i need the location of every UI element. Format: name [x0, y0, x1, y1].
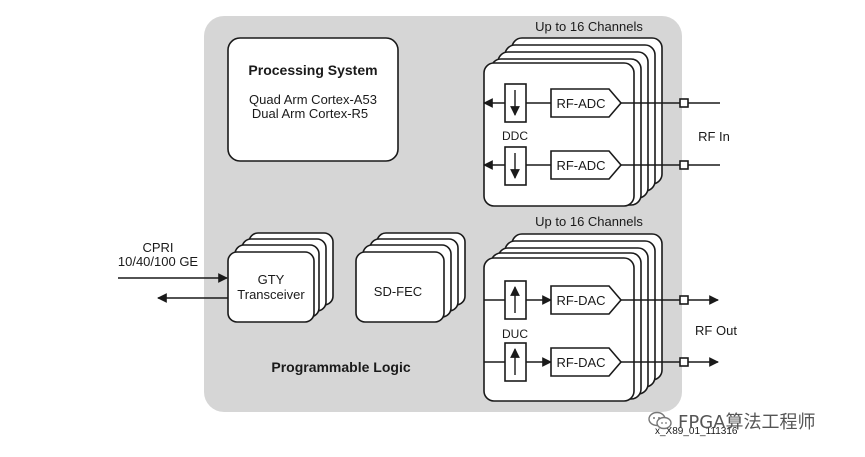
gty-transceiver-block: GTY Transceiver [227, 251, 315, 323]
gty-label-line1: GTY [258, 272, 285, 287]
rf-in-port-2 [679, 160, 689, 170]
watermark: FPGA算法工程师 [648, 408, 815, 434]
dac-channel-2: RF-DAC [484, 342, 719, 382]
adc-channel-1: RF-ADC [483, 83, 720, 123]
sd-fec-block: SD-FEC [355, 251, 445, 323]
ethernet-label: 10/40/100 GE [118, 254, 199, 269]
wechat-icon [648, 411, 672, 430]
processing-system-block: Processing System Quad Arm Cortex-A53 Du… [227, 37, 399, 162]
programmable-logic-label: Programmable Logic [271, 359, 410, 375]
adc-channel-2: RF-ADC [483, 146, 720, 186]
processing-system-line1: Quad Arm Cortex-A53 [249, 92, 377, 107]
processing-system-title: Processing System [248, 62, 377, 78]
rf-dac-label-1: RF-DAC [556, 293, 605, 308]
rf-in-label: RF In [698, 129, 730, 144]
rf-out-port-2 [679, 357, 689, 367]
rf-adc-label-1: RF-ADC [556, 96, 605, 111]
rf-dac-label-2: RF-DAC [556, 355, 605, 370]
rf-out-port-1 [679, 295, 689, 305]
adc-channels-header: Up to 16 Channels [535, 19, 643, 34]
gty-label-line2: Transceiver [237, 287, 305, 302]
rf-out-label: RF Out [695, 323, 737, 338]
watermark-text: FPGA算法工程师 [678, 412, 816, 433]
processing-system-line2: Dual Arm Cortex-R5 [252, 106, 368, 121]
dac-channels-header: Up to 16 Channels [535, 214, 643, 229]
ddc-label: DDC [502, 129, 528, 143]
rf-adc-label-2: RF-ADC [556, 158, 605, 173]
cpri-label: CPRI [142, 240, 173, 255]
dac-channel-1: RF-DAC [484, 280, 719, 320]
duc-label: DUC [502, 327, 528, 341]
figure-id: x_X89_01_111316 [655, 426, 738, 437]
rf-in-port-1 [679, 98, 689, 108]
sd-fec-label: SD-FEC [374, 284, 422, 299]
